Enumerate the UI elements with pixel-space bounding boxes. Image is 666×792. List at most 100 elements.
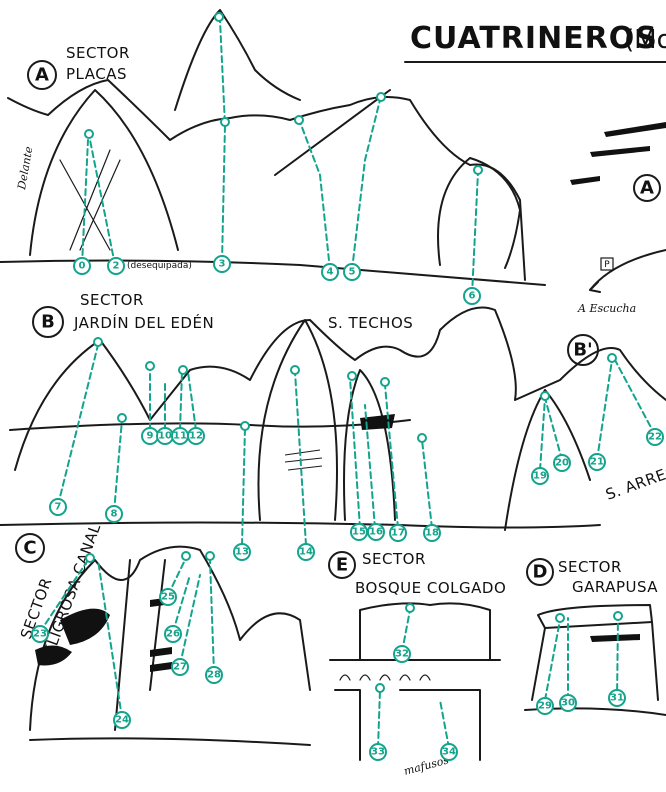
route-line-0-2 [82,140,115,265]
route-badge[interactable]: 15 [351,524,367,540]
route-number: 21 [590,457,604,468]
route-number: 32 [395,649,409,660]
route-badge[interactable]: 8 [106,506,122,522]
route-number: 33 [371,747,385,758]
route-badge[interactable]: 24 [114,712,130,728]
sector-e-lower-wall [335,690,480,760]
route-badge[interactable]: 31 [609,690,625,706]
route-badge[interactable]: 23 [32,626,48,642]
route-number: 25 [161,592,175,603]
route-line-29-31 [545,618,618,700]
route-line-13 [242,428,245,545]
route-badge[interactable]: 34 [441,744,457,760]
sector-d-walls [532,622,658,700]
peak-top [175,10,300,110]
b2-pillar [505,390,590,530]
route-badge[interactable]: 30 [560,695,576,711]
approach-road-line-2 [590,146,650,157]
route-badge[interactable]: 3 [214,256,230,272]
route-badge[interactable]: 0 [74,258,90,274]
route-number: 23 [33,629,47,640]
forest-trees-icon [340,675,430,680]
route-badge[interactable]: 26 [165,626,181,642]
sector-b-label: B SECTOR JARDÍN DEL EDÉN S. TECHOS B' S.… [33,291,666,504]
route-badge[interactable]: 10 [157,428,173,444]
route-line-25-28 [168,560,214,673]
route-badge[interactable]: 28 [206,667,222,683]
route-anchor [556,614,564,622]
sector-d-name: GARAPUSA [572,578,658,596]
sector-e-label: E SECTOR BOSQUE COLGADO [329,550,506,597]
route-badge[interactable]: 16 [368,524,384,540]
route-anchor [179,366,187,374]
approach-label: A Escucha [577,302,636,315]
route-number: 28 [207,670,221,681]
route-anchor [118,414,126,422]
route-number: 2 [113,261,120,272]
route-badge[interactable]: 17 [390,525,406,541]
route-anchor [474,166,482,174]
route-badge[interactable]: 12 [188,428,204,444]
route-number: 0 [79,261,86,272]
route-badge[interactable]: 21 [589,454,605,470]
route-badge[interactable]: 9 [142,428,158,444]
route-number: 16 [369,527,383,538]
route-badge[interactable]: 6 [464,288,480,304]
route-badge[interactable]: 14 [298,544,314,560]
route-badge[interactable]: 22 [647,429,663,445]
slab-placas [30,90,178,255]
route-anchor [608,354,616,362]
parking-letter: P [604,260,610,270]
route-number: 31 [610,693,624,704]
route-number: 3 [219,259,226,270]
approach-marker-letter: A [640,178,654,199]
route-badge[interactable]: 11 [172,428,188,444]
route-line-18 [422,440,432,528]
route-number: 14 [299,547,313,558]
route-number: 4 [327,267,334,278]
route-number: 11 [173,431,187,442]
route-number: 20 [555,458,569,469]
route-badge[interactable]: 18 [424,525,440,541]
route-number: 26 [166,629,180,640]
sector-c-cave-2 [35,645,72,665]
sector-b-name: JARDÍN DEL EDÉN [73,313,214,332]
route-badge[interactable]: 27 [172,659,188,675]
route-badge[interactable]: 7 [50,499,66,515]
diagonal-crack [275,90,390,175]
route-badge[interactable]: 32 [394,646,410,662]
route-badge[interactable]: 20 [554,455,570,471]
route-badge[interactable]: 29 [537,698,553,714]
techos-label: S. TECHOS [328,314,413,332]
route-number: 5 [349,267,356,278]
sector-c-label: C SECTOR PELIGROSA CANAL [16,521,104,666]
route-number: 17 [391,528,405,539]
route-line-15-17 [350,378,398,528]
route-line-3 [220,20,225,262]
route-number: 19 [533,471,547,482]
route-anchor [614,612,622,620]
route-number: 12 [189,431,203,442]
route-anchor [376,684,384,692]
route-number: 24 [115,715,129,726]
route-number: 10 [158,431,172,442]
sector-b-letter: B [41,312,55,333]
route-anchor [86,554,94,562]
route-badge[interactable]: 13 [234,544,250,560]
route-badge[interactable]: 33 [370,744,386,760]
route-badge[interactable]: 25 [160,589,176,605]
routes [40,13,655,748]
route-badge[interactable]: 4 [322,264,338,280]
route-number: 7 [55,502,62,513]
route-anchor [215,13,223,21]
route-badge[interactable]: 19 [532,468,548,484]
route-anchor [221,118,229,126]
route-badge[interactable]: 5 [344,264,360,280]
route-anchor [291,366,299,374]
route-badge[interactable]: 2 [108,258,124,274]
route-number: 27 [173,662,187,673]
route-anchor [85,130,93,138]
sector-e-rock: mafusos [330,603,500,778]
sector-d-word: SECTOR [558,558,622,576]
